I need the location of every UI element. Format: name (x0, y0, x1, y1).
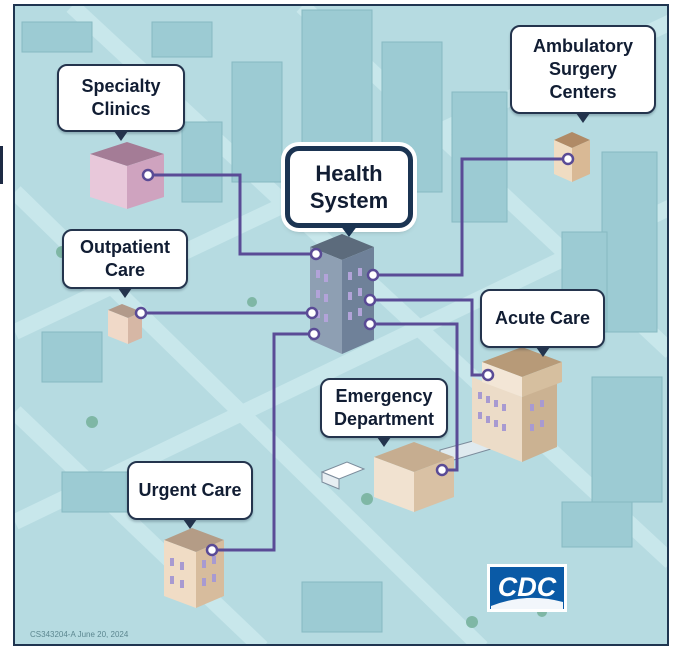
specialty-clinics-label: Specialty Clinics (81, 76, 161, 119)
link-acute-care (370, 298, 488, 377)
cdc-logo-swoosh (491, 597, 563, 609)
cdc-logo-text: CDC (498, 572, 557, 602)
urgent-care-building (164, 528, 224, 608)
callout-pointer (576, 113, 590, 123)
ambulatory-surgery-centers-label: Ambulatory Surgery Centers (532, 36, 633, 102)
ambulatory-surgery-building (554, 132, 590, 182)
callout-pointer (340, 225, 358, 237)
outpatient-care-label: Outpatient Care (80, 237, 170, 280)
specialty-clinics-building (90, 142, 164, 209)
outpatient-building (108, 304, 142, 344)
acute-care-callout: Acute Care (480, 289, 605, 357)
health-system-label: Health System (309, 161, 389, 213)
callout-pointer (114, 131, 128, 141)
link-emergency (370, 322, 459, 472)
callout-pointer (183, 519, 197, 529)
ambulatory-surgery-centers-callout: Ambulatory Surgery Centers (510, 25, 656, 123)
specialty-clinics-callout: Specialty Clinics (57, 64, 185, 141)
document-code: CS343204-A June 20, 2024 (30, 630, 129, 639)
ambulance (320, 461, 366, 490)
callout-pointer (377, 437, 391, 447)
connector-nodes (134, 152, 575, 557)
emergency-department-callout: Emergency Department (320, 378, 448, 447)
link-urgent-care (212, 332, 314, 552)
left-edge-mark (0, 146, 3, 184)
link-specialty-clinics (148, 173, 316, 256)
urgent-care-callout: Urgent Care (127, 461, 253, 529)
outpatient-care-callout: Outpatient Care (62, 229, 188, 298)
urgent-care-label: Urgent Care (138, 480, 242, 500)
cdc-logo: CDC (487, 564, 567, 612)
health-system-building (310, 234, 374, 354)
callout-pointer (118, 288, 132, 298)
emergency-department-label: Emergency Department (333, 386, 435, 429)
cdc-logo-field (490, 567, 564, 609)
hospital-building (472, 347, 562, 462)
link-ambulatory-surgery (373, 157, 568, 277)
callout-pointer (535, 347, 550, 357)
emergency-department-building (374, 442, 454, 512)
health-system-callout: Health System (285, 146, 413, 237)
acute-care-label: Acute Care (494, 308, 591, 328)
connector-lines (141, 157, 568, 552)
